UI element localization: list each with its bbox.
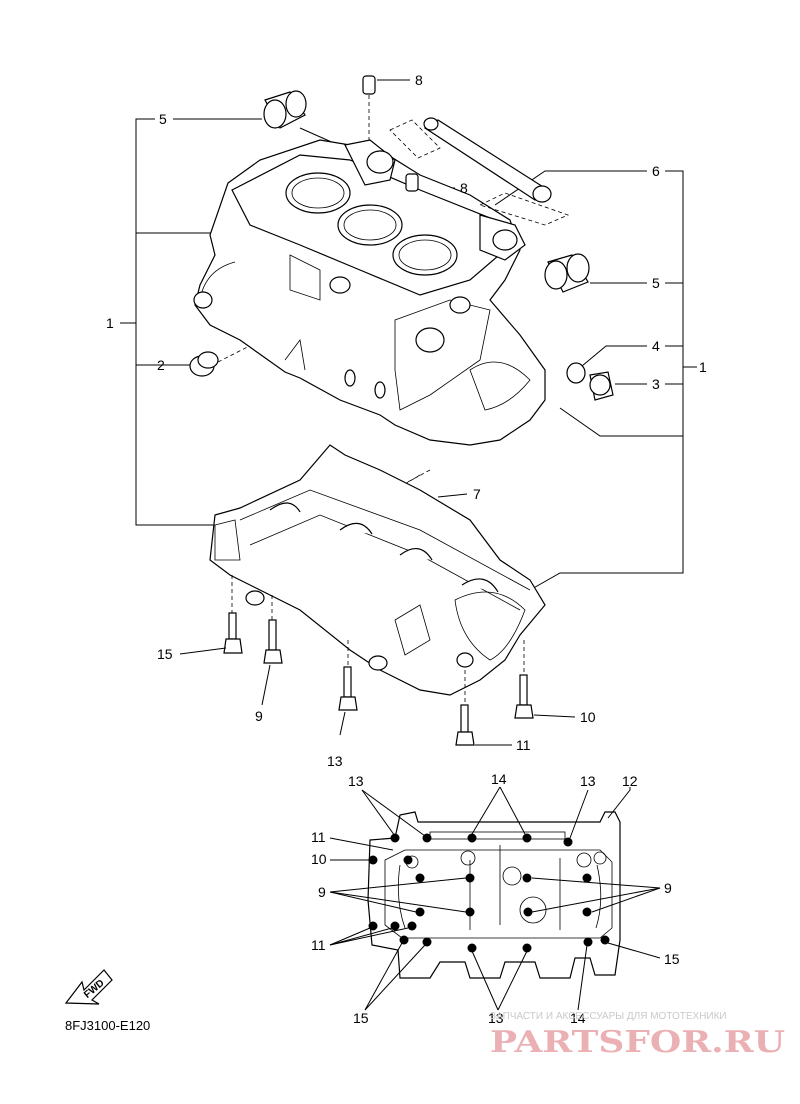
bolt-15 <box>223 612 243 654</box>
pattern-callout-11-top: 11 <box>311 829 326 845</box>
pattern-callout-13-a: 13 <box>348 773 364 789</box>
pattern-callout-13-bottom: 13 <box>488 1010 504 1026</box>
damper-5-top <box>263 90 307 129</box>
callout-9-bolt: 9 <box>255 708 263 724</box>
pattern-callout-13-b: 13 <box>580 773 596 789</box>
watermark: ЗАПЧАСТИ И АКСЕССУАРЫ ДЛЯ МОТОТЕХНИКИ PA… <box>490 1011 785 1060</box>
pattern-callout-14-bottom: 14 <box>570 1010 586 1026</box>
callout-5-right: 5 <box>652 275 660 291</box>
pattern-callout-15-right: 15 <box>664 951 680 967</box>
callout-labels: 1 1 2 3 4 5 5 6 7 8 8 15 9 13 11 10 13 1… <box>106 72 707 1026</box>
fwd-arrow-icon: FWD <box>64 969 113 1005</box>
callout-13-bolt: 13 <box>327 753 343 769</box>
callout-1-right: 1 <box>699 359 707 375</box>
bolt-leaders <box>179 647 576 746</box>
callout-8-top: 8 <box>415 72 423 88</box>
pattern-callout-9-left: 9 <box>318 884 326 900</box>
callout-1-left: 1 <box>106 315 114 331</box>
callout-11-bolt: 11 <box>516 737 531 753</box>
bolt-9 <box>263 619 283 664</box>
pattern-callout-14-top: 14 <box>491 771 507 787</box>
o-ring-4 <box>566 362 586 384</box>
pattern-callout-11-bottom: 11 <box>311 937 326 953</box>
callout-5-top: 5 <box>159 111 167 127</box>
plug-3 <box>589 371 614 401</box>
bolt-11 <box>455 704 475 746</box>
pattern-callout-9-right: 9 <box>664 880 672 896</box>
bolt-pattern-view <box>329 786 661 1011</box>
collar-6 <box>389 117 570 226</box>
callout-6: 6 <box>652 163 660 179</box>
pattern-callout-12: 12 <box>622 773 638 789</box>
plug-2 <box>189 351 219 377</box>
bolt-10 <box>514 674 534 719</box>
diagram-code: 8FJ3100-E120 <box>65 1018 150 1033</box>
watermark-tagline: ЗАПЧАСТИ И АКСЕССУАРЫ ДЛЯ МОТОТЕХНИКИ <box>490 1011 727 1022</box>
watermark-brand: PARTSFOR.RU <box>490 1025 785 1060</box>
pattern-callout-10: 10 <box>311 851 327 867</box>
lower-crankcase <box>209 444 546 705</box>
bracket-lines <box>120 79 697 591</box>
pattern-callout-15-bottom: 15 <box>353 1010 369 1026</box>
upper-crankcase <box>193 139 546 446</box>
callout-7: 7 <box>473 486 481 502</box>
dowel-pin-8-mid <box>405 173 419 192</box>
bolt-13 <box>338 666 358 711</box>
callout-10-bolt: 10 <box>580 709 596 725</box>
callout-8-mid: 8 <box>460 180 468 196</box>
damper-5-right <box>544 253 590 293</box>
callout-3: 3 <box>652 376 660 392</box>
callout-2: 2 <box>157 357 165 373</box>
callout-4: 4 <box>652 338 660 354</box>
callout-15-bolt: 15 <box>157 646 173 662</box>
dowel-pin-8-top <box>362 75 376 95</box>
